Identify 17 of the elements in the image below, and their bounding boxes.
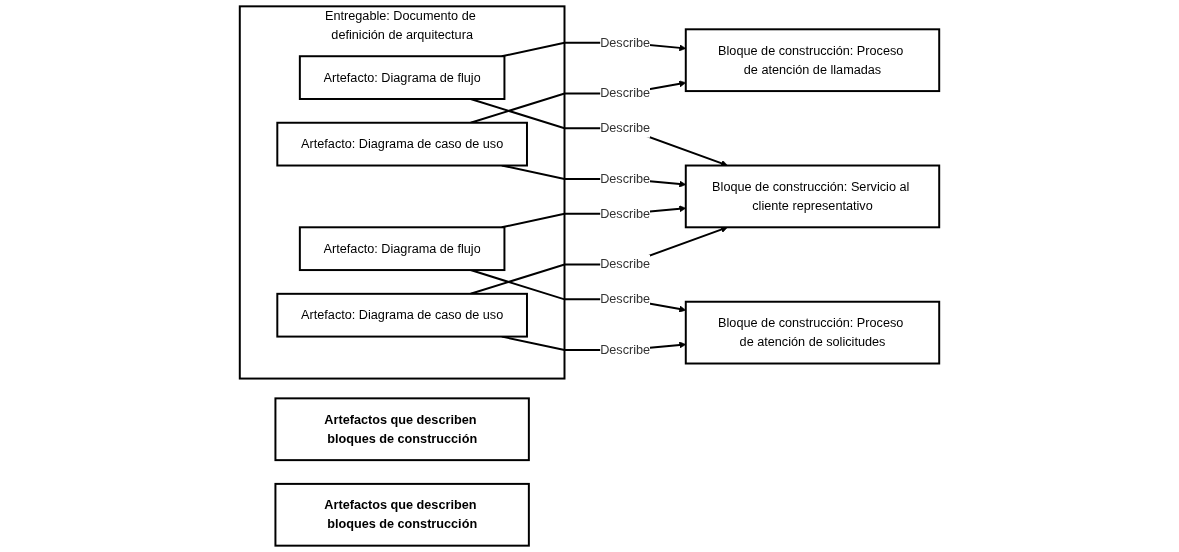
edge-label: Describe <box>600 342 651 357</box>
edge-label: Describe <box>600 121 651 135</box>
edge-label: Describe <box>600 206 651 221</box>
edge-label: Describe <box>600 86 651 100</box>
node-box: Artefacto: Diagrama de flujo <box>298 55 506 100</box>
node-box: Artefactos que describen bloques de construcción <box>274 482 530 547</box>
node-box: Bloque de construcción: Servicio al cliente representativo <box>684 164 941 229</box>
edge-label: Describe <box>600 35 651 50</box>
edge-label: Describe <box>600 257 651 271</box>
node-box: Artefactos que describen bloques de construcción <box>274 397 530 462</box>
edge-label: Describe <box>600 292 651 306</box>
node-box: Bloque de construcción: Proceso de atención de solicitudes <box>684 300 941 365</box>
node-box: Bloque de construcción: Proceso de atención de llamadas <box>684 28 941 93</box>
edge-label: Describe <box>600 171 651 186</box>
node-box: Artefacto: Diagrama de caso de uso <box>276 121 528 167</box>
node-box: Artefacto: Diagrama de flujo <box>298 226 506 272</box>
node-box: Artefacto: Diagrama de caso de uso <box>276 292 528 338</box>
